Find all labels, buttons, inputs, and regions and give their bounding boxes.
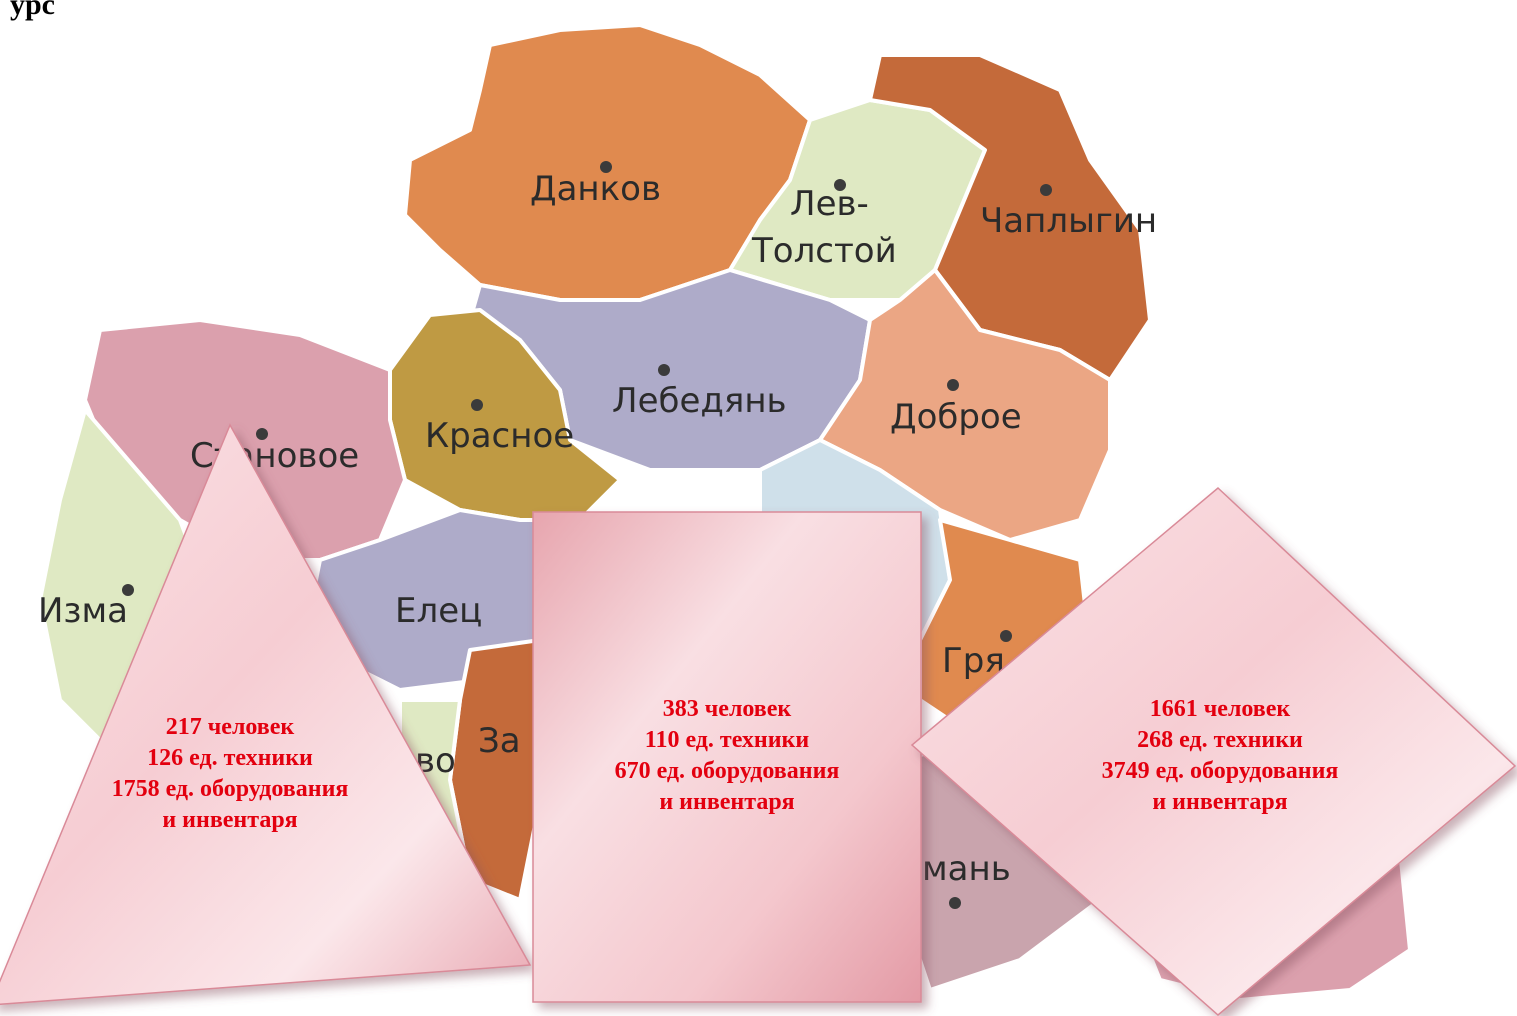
city-label-zadonsk: За: [478, 721, 521, 761]
city-label-dobroe: Доброе: [890, 397, 1022, 437]
page-heading: урс: [10, 0, 55, 21]
city-dot-stanovoe: [256, 428, 268, 440]
city-dot-krasnoe: [471, 399, 483, 411]
city-label-elets: Елец: [395, 591, 482, 631]
panel-inventory-suffix: и инвентаря: [162, 807, 298, 833]
panel-equipment: 110 ед. техники: [644, 727, 810, 753]
panel-equipment: 268 ед. техники: [1137, 727, 1303, 753]
city-label-lebedyan: Лебедянь: [612, 381, 787, 421]
city-dot-lev-tolstoy: [834, 179, 846, 191]
city-label-krasnoe: Красное: [425, 416, 574, 456]
city-dot-gryazi: [1000, 630, 1012, 642]
city-dot-usman: [949, 897, 961, 909]
diamond-panel: [910, 486, 1517, 1016]
panel-people: 217 человек: [165, 714, 295, 740]
panel-inventory-suffix: и инвентаря: [1152, 789, 1288, 815]
triangle-panel-text: 217 человек 126 ед. техники 1758 ед. обо…: [60, 712, 400, 836]
panel-people: 383 человек: [662, 696, 792, 722]
city-label-gryazi: Гря: [942, 641, 1005, 681]
city-label-tolstoy: Толстой: [751, 231, 897, 271]
panel-people: 1661 человек: [1149, 696, 1291, 722]
city-dot-chaplygin: [1040, 184, 1052, 196]
triangle-panel: [0, 423, 532, 1006]
city-label-lev: Лев-: [790, 184, 869, 224]
city-label-usman: мань: [922, 849, 1011, 889]
panel-inventory-suffix: и инвентаря: [659, 789, 795, 815]
city-dot-dobroe: [947, 379, 959, 391]
panel-equipment: 126 ед. техники: [147, 745, 313, 771]
city-label-dankov: Данков: [530, 169, 661, 209]
panel-inventory: 670 ед. оборудования: [614, 758, 840, 784]
square-panel-text: 383 человек 110 ед. техники 670 ед. обор…: [557, 694, 897, 818]
city-dot-izmalkovo: [122, 584, 134, 596]
diamond-panel-text: 1661 человек 268 ед. техники 3749 ед. об…: [1050, 694, 1390, 818]
panel-inventory: 3749 ед. оборудования: [1101, 758, 1339, 784]
city-dot-lebedyan: [658, 364, 670, 376]
city-label-chaplygin: Чаплыгин: [980, 201, 1157, 241]
square-panel: [532, 511, 922, 1003]
city-dot-dankov: [600, 161, 612, 173]
city-label-izmalkovo: Изма: [38, 591, 128, 631]
panel-inventory: 1758 ед. оборудования: [111, 776, 349, 802]
